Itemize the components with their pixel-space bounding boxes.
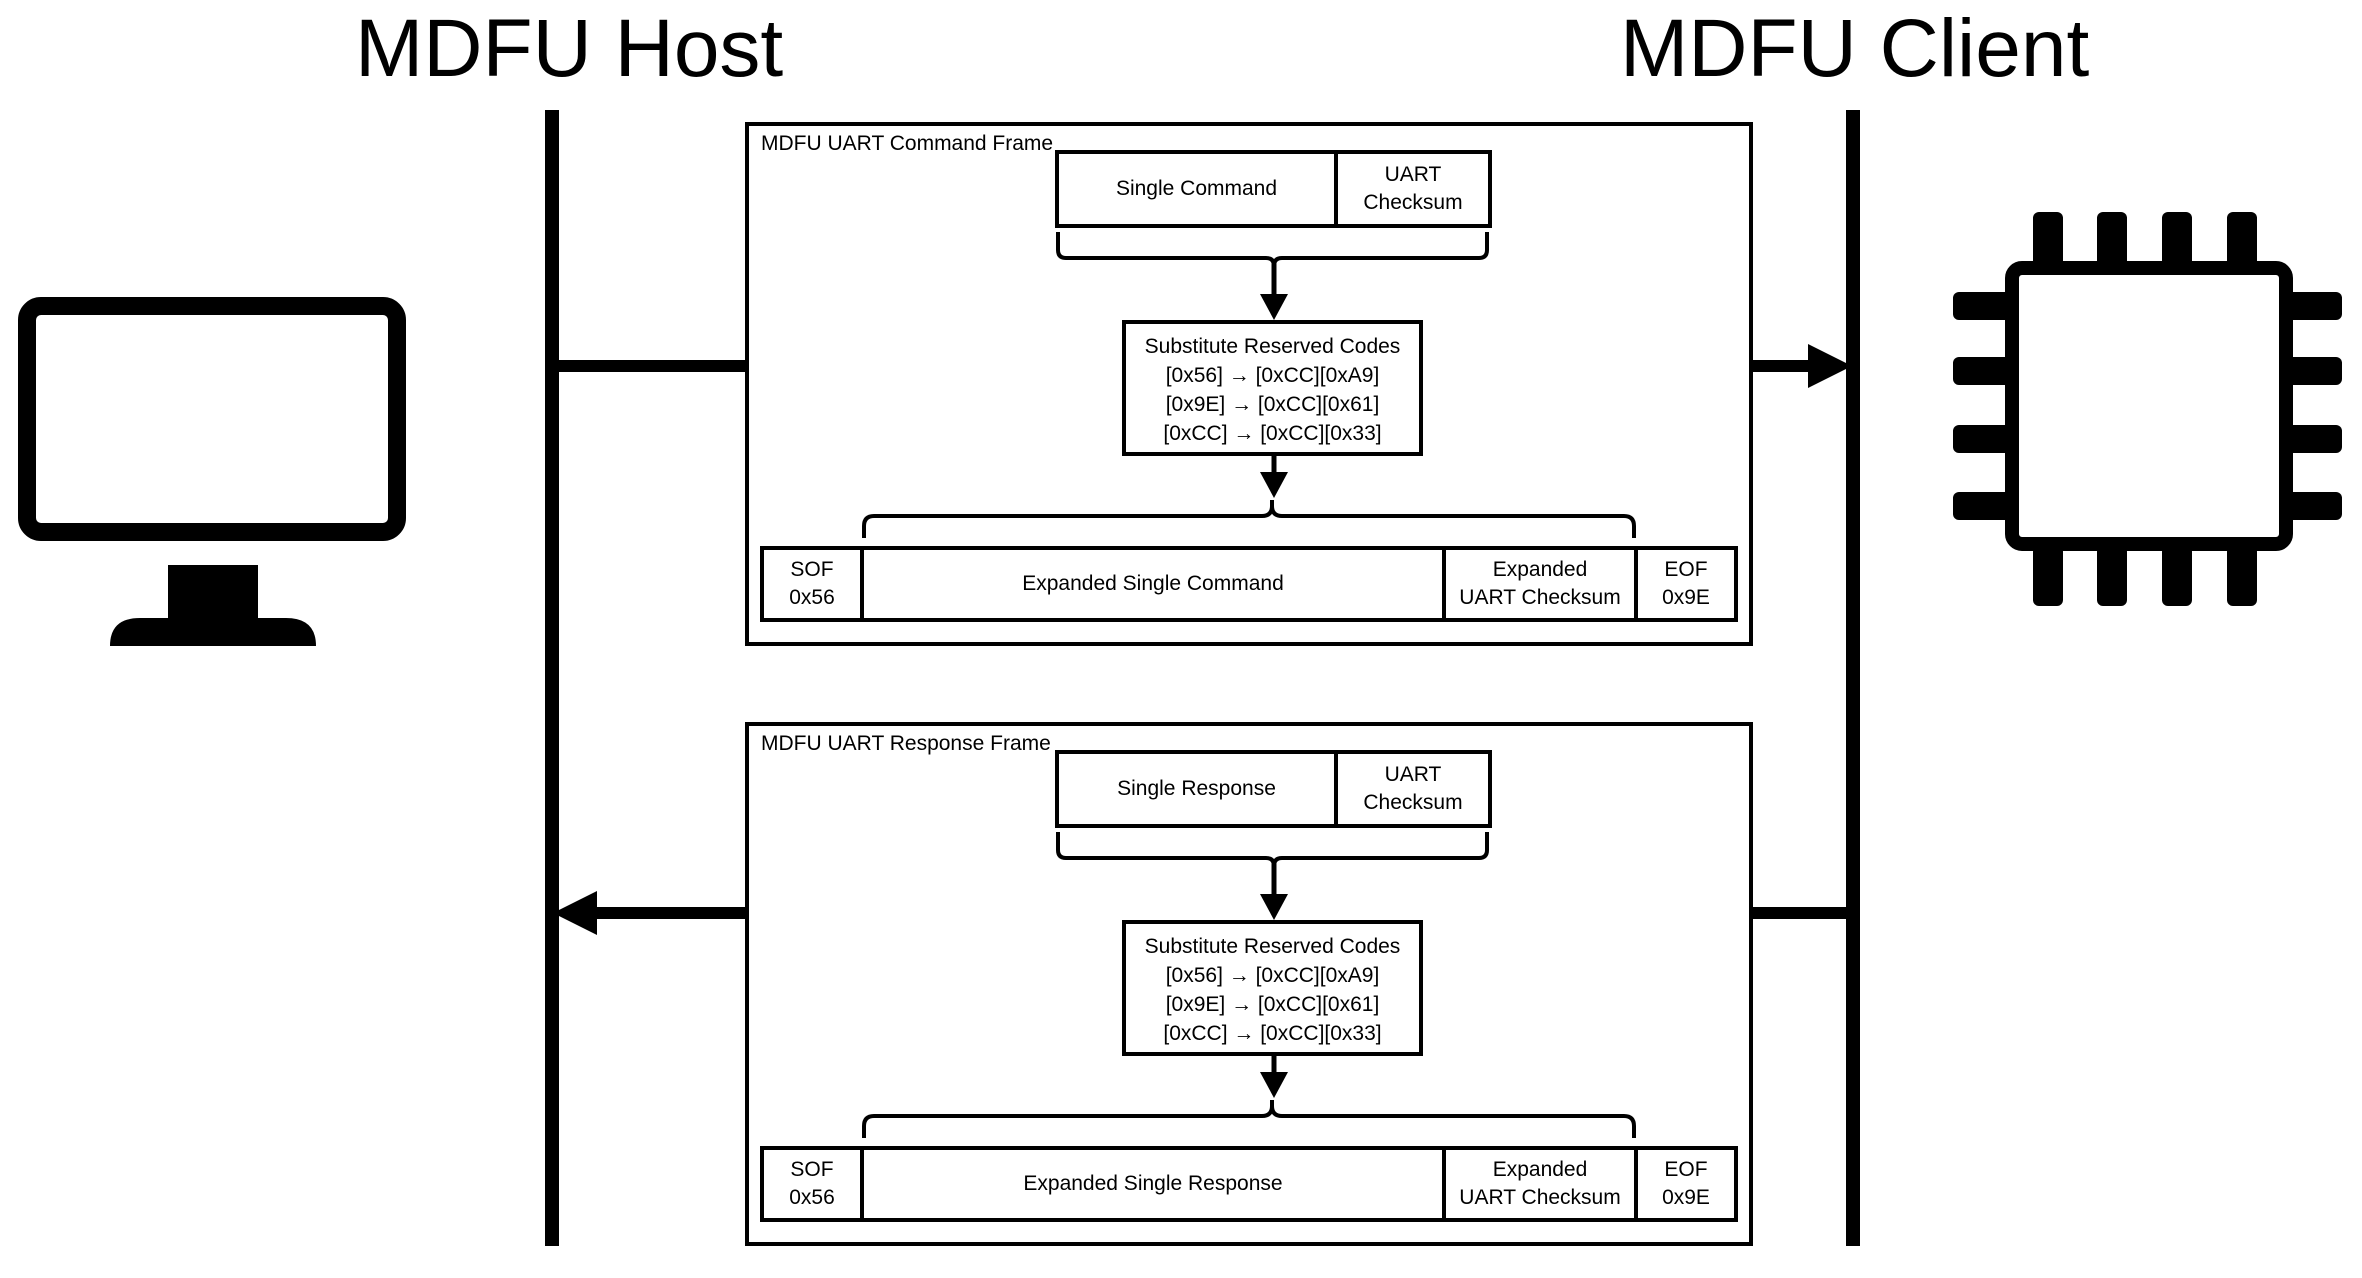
client-title: MDFU Client [1620, 3, 2090, 94]
substitute-rule: [0x56] → [0xCC][0xA9] [1165, 964, 1380, 987]
host-title: MDFU Host [355, 3, 784, 94]
response-to-host-arrow [553, 891, 745, 935]
eof-cell: EOF 0x9E [1634, 546, 1738, 622]
eof-cell: EOF 0x9E [1634, 1146, 1738, 1222]
response-frame-label: MDFU UART Response Frame [761, 732, 1051, 755]
command-frame-label: MDFU UART Command Frame [761, 132, 1054, 155]
single-response-cell: Single Response [1055, 750, 1338, 828]
substitute-reserved-codes-box: Substitute Reserved Codes [0x56] → [0xCC… [1122, 320, 1423, 456]
uart-checksum-cell: UART Checksum [1334, 750, 1492, 828]
substitute-title: Substitute Reserved Codes [1144, 335, 1401, 358]
expanded-uart-checksum-cell: Expanded UART Checksum [1442, 546, 1638, 622]
expanded-single-response-cell: Expanded Single Response [860, 1146, 1446, 1222]
substitute-rule: [0x56] → [0xCC][0xA9] [1165, 364, 1380, 387]
sof-cell: SOF 0x56 [760, 1146, 864, 1222]
substitute-rule: [0x9E] → [0xCC][0x61] [1165, 993, 1380, 1016]
substitute-rule: [0xCC] → [0xCC][0x33] [1163, 1022, 1382, 1045]
sof-cell: SOF 0x56 [760, 546, 864, 622]
substitute-rule: [0x9E] → [0xCC][0x61] [1165, 393, 1380, 416]
substitute-title: Substitute Reserved Codes [1144, 935, 1401, 958]
substitute-rule: [0xCC] → [0xCC][0x33] [1163, 422, 1382, 445]
single-command-cell: Single Command [1055, 150, 1338, 228]
expanded-uart-checksum-cell: Expanded UART Checksum [1442, 1146, 1638, 1222]
substitute-reserved-codes-box: Substitute Reserved Codes [0x56] → [0xCC… [1122, 920, 1423, 1056]
command-to-client-arrow [1753, 344, 1852, 388]
expanded-single-command-cell: Expanded Single Command [860, 546, 1446, 622]
uart-checksum-cell: UART Checksum [1334, 150, 1492, 228]
